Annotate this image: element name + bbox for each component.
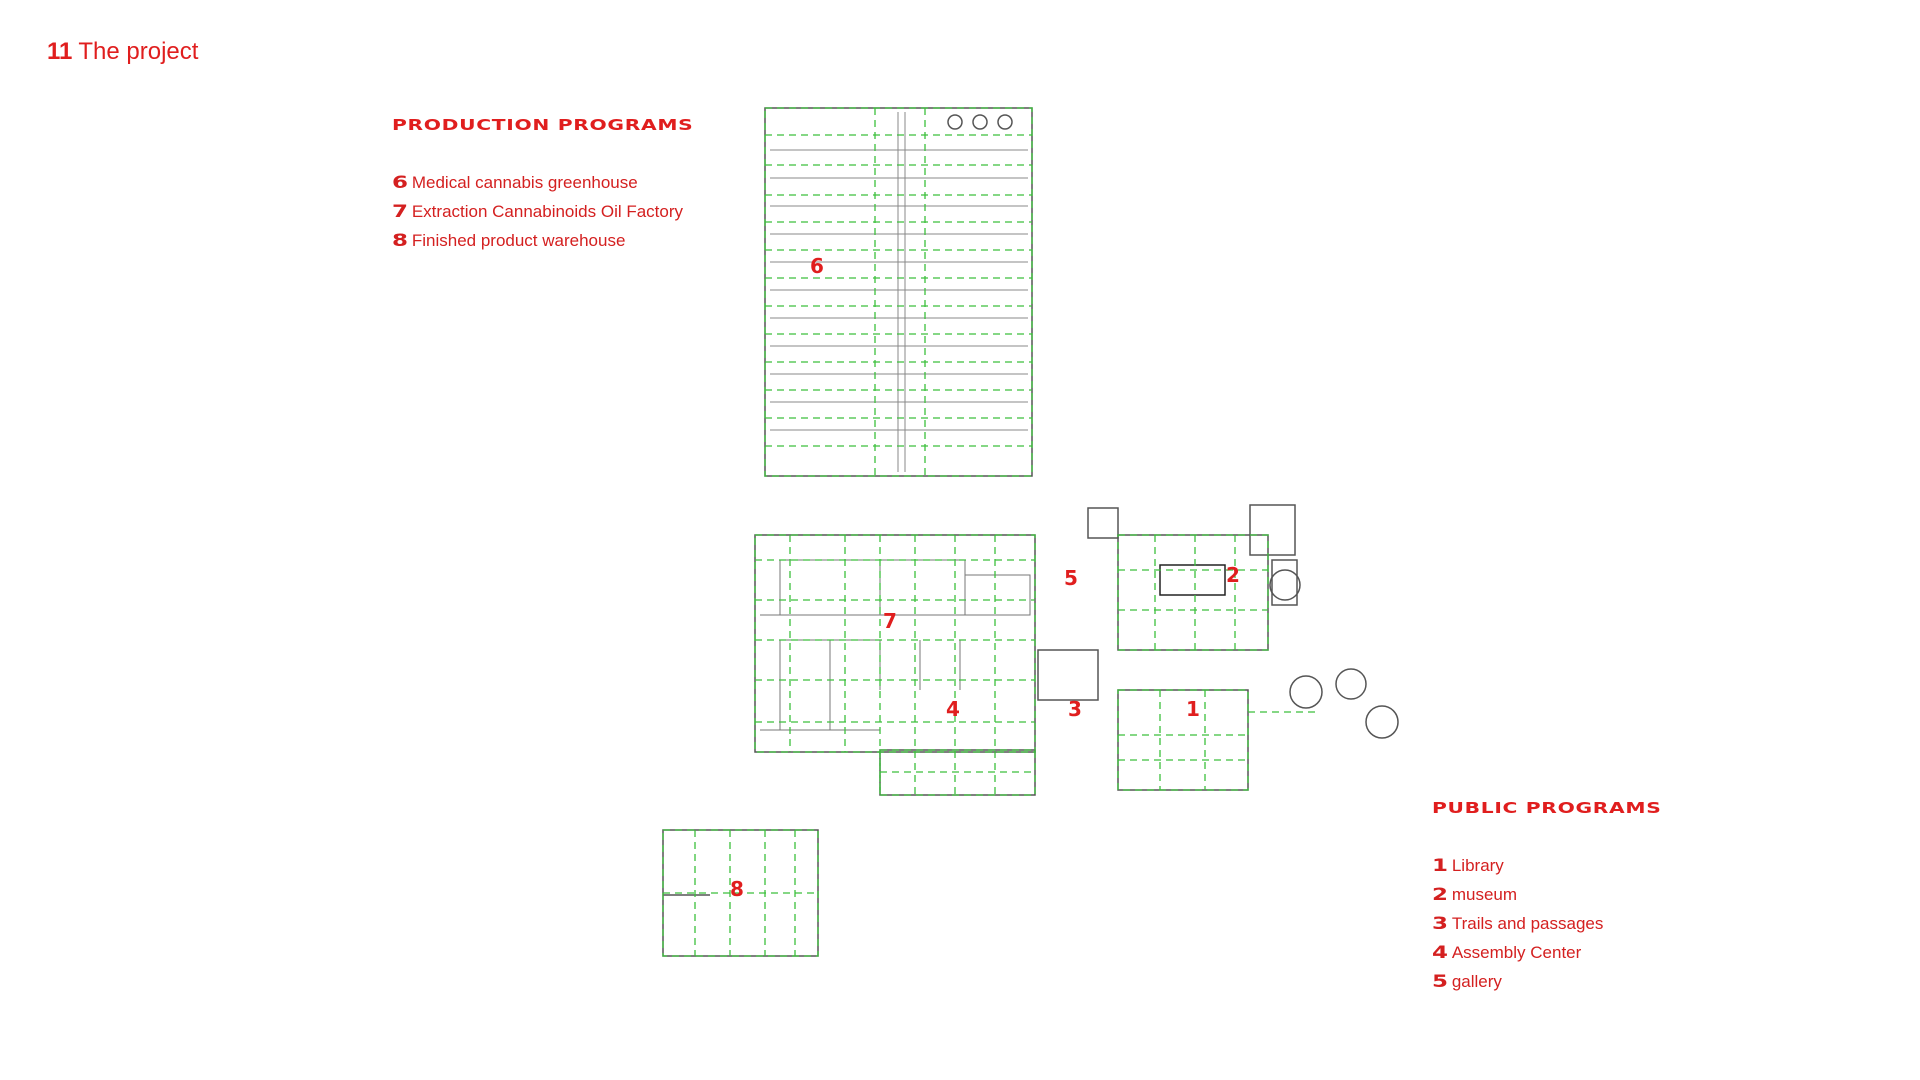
tank-1 <box>947 114 963 130</box>
museum-building <box>1117 534 1269 651</box>
plan-label-3: 3 <box>1068 697 1082 721</box>
museum-annex <box>1249 504 1296 556</box>
tank-2 <box>972 114 988 130</box>
factory-building <box>754 534 1036 753</box>
museum-core <box>1159 564 1226 596</box>
silo-3 <box>1365 705 1399 739</box>
trails-structure <box>1037 649 1099 701</box>
silo-1 <box>1289 675 1323 709</box>
museum-annex-2 <box>1271 559 1298 606</box>
silo-2 <box>1335 668 1367 700</box>
page-number: 11 <box>47 38 73 65</box>
museum-rotunda <box>1269 569 1301 601</box>
production-programs-heading: PRODUCTION PROGRAMS <box>392 116 694 134</box>
gallery-kiosk <box>1087 507 1119 539</box>
public-programs-heading: PUBLIC PROGRAMS <box>1432 799 1662 817</box>
plan-label-2: 2 <box>1226 563 1240 587</box>
plan-label-8: 8 <box>730 877 744 901</box>
page-title-text: The project <box>78 38 199 65</box>
library-building <box>1117 689 1249 791</box>
plan-label-7: 7 <box>883 609 897 633</box>
plan-label-6: 6 <box>810 254 824 278</box>
tank-3 <box>997 114 1013 130</box>
plan-label-4: 4 <box>946 697 960 721</box>
plan-label-5: 5 <box>1064 566 1078 590</box>
plan-label-1: 1 <box>1186 697 1200 721</box>
